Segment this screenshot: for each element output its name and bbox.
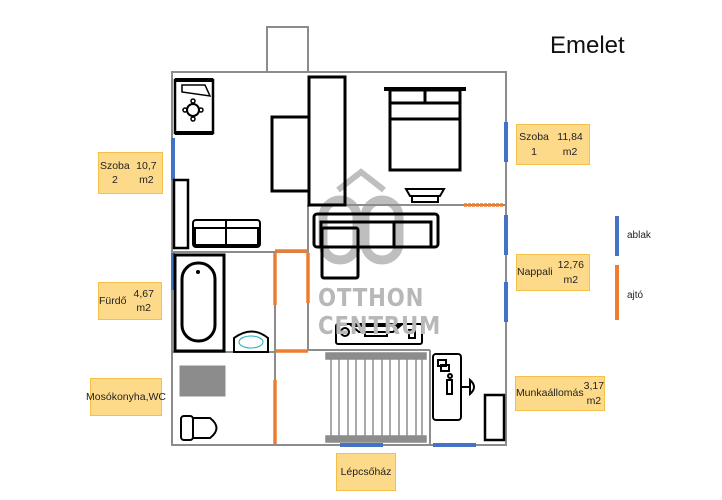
- washing-machine: [179, 365, 226, 397]
- watermark-line2: CENTRUM: [318, 311, 442, 340]
- room-label-szoba1: Szoba 1 11,84 m2: [516, 124, 590, 165]
- toilet: [180, 415, 218, 441]
- wardrobe: [172, 178, 190, 250]
- windows: [171, 122, 508, 447]
- room-area: 3,17 m2: [583, 380, 605, 407]
- room-name: Fürdő: [99, 294, 127, 307]
- shelf: [483, 393, 506, 442]
- floor-title: Emelet: [550, 32, 625, 59]
- sink: [233, 330, 269, 353]
- bathtub: [173, 253, 226, 353]
- double-bed: [384, 87, 466, 172]
- room-area: 12,76 m2: [557, 259, 584, 286]
- room-area: WC: [148, 390, 166, 403]
- cabinet: [270, 115, 311, 193]
- room-area: 11,84 m2: [557, 131, 583, 158]
- room-area: 4,67 m2: [133, 287, 154, 314]
- single-bed: [173, 78, 215, 135]
- watermark-line1: OTTHON: [318, 283, 425, 312]
- furniture: [172, 75, 506, 443]
- room-name: Munkaállomás: [515, 387, 584, 400]
- room-name: Szoba 1: [519, 131, 549, 158]
- room-name: Nappali: [517, 266, 553, 279]
- room-name: Lépcsőház: [340, 465, 392, 478]
- legend-window-label: ablak: [627, 230, 651, 241]
- desk: [432, 353, 475, 421]
- room-label-furdo: Fürdő 4,67 m2: [98, 282, 162, 320]
- room-label-szoba2: Szoba 2 10,7 m2: [98, 152, 163, 194]
- tv-stand: [404, 188, 446, 203]
- legend-door-label: ajtó: [627, 290, 644, 301]
- doors: [273, 203, 504, 444]
- room-label-nappali: Nappali 12,76 m2: [516, 254, 590, 291]
- tv-table: [335, 323, 423, 345]
- stairs: [325, 352, 427, 443]
- room-label-mosokonyha: Mosókonyha, WC: [86, 378, 166, 416]
- room-label-lepcsohaz: Lépcsőház: [336, 453, 396, 491]
- room-name: Szoba 2: [99, 159, 130, 186]
- room-label-munkaallomas: Munkaállomás 3,17 m2: [515, 376, 605, 411]
- chimney: [266, 26, 309, 73]
- room-area: 10,7 m2: [136, 159, 157, 186]
- sofa: [192, 219, 261, 248]
- room-name: Mosókonyha,: [86, 390, 149, 403]
- corner-sofa: [312, 212, 440, 280]
